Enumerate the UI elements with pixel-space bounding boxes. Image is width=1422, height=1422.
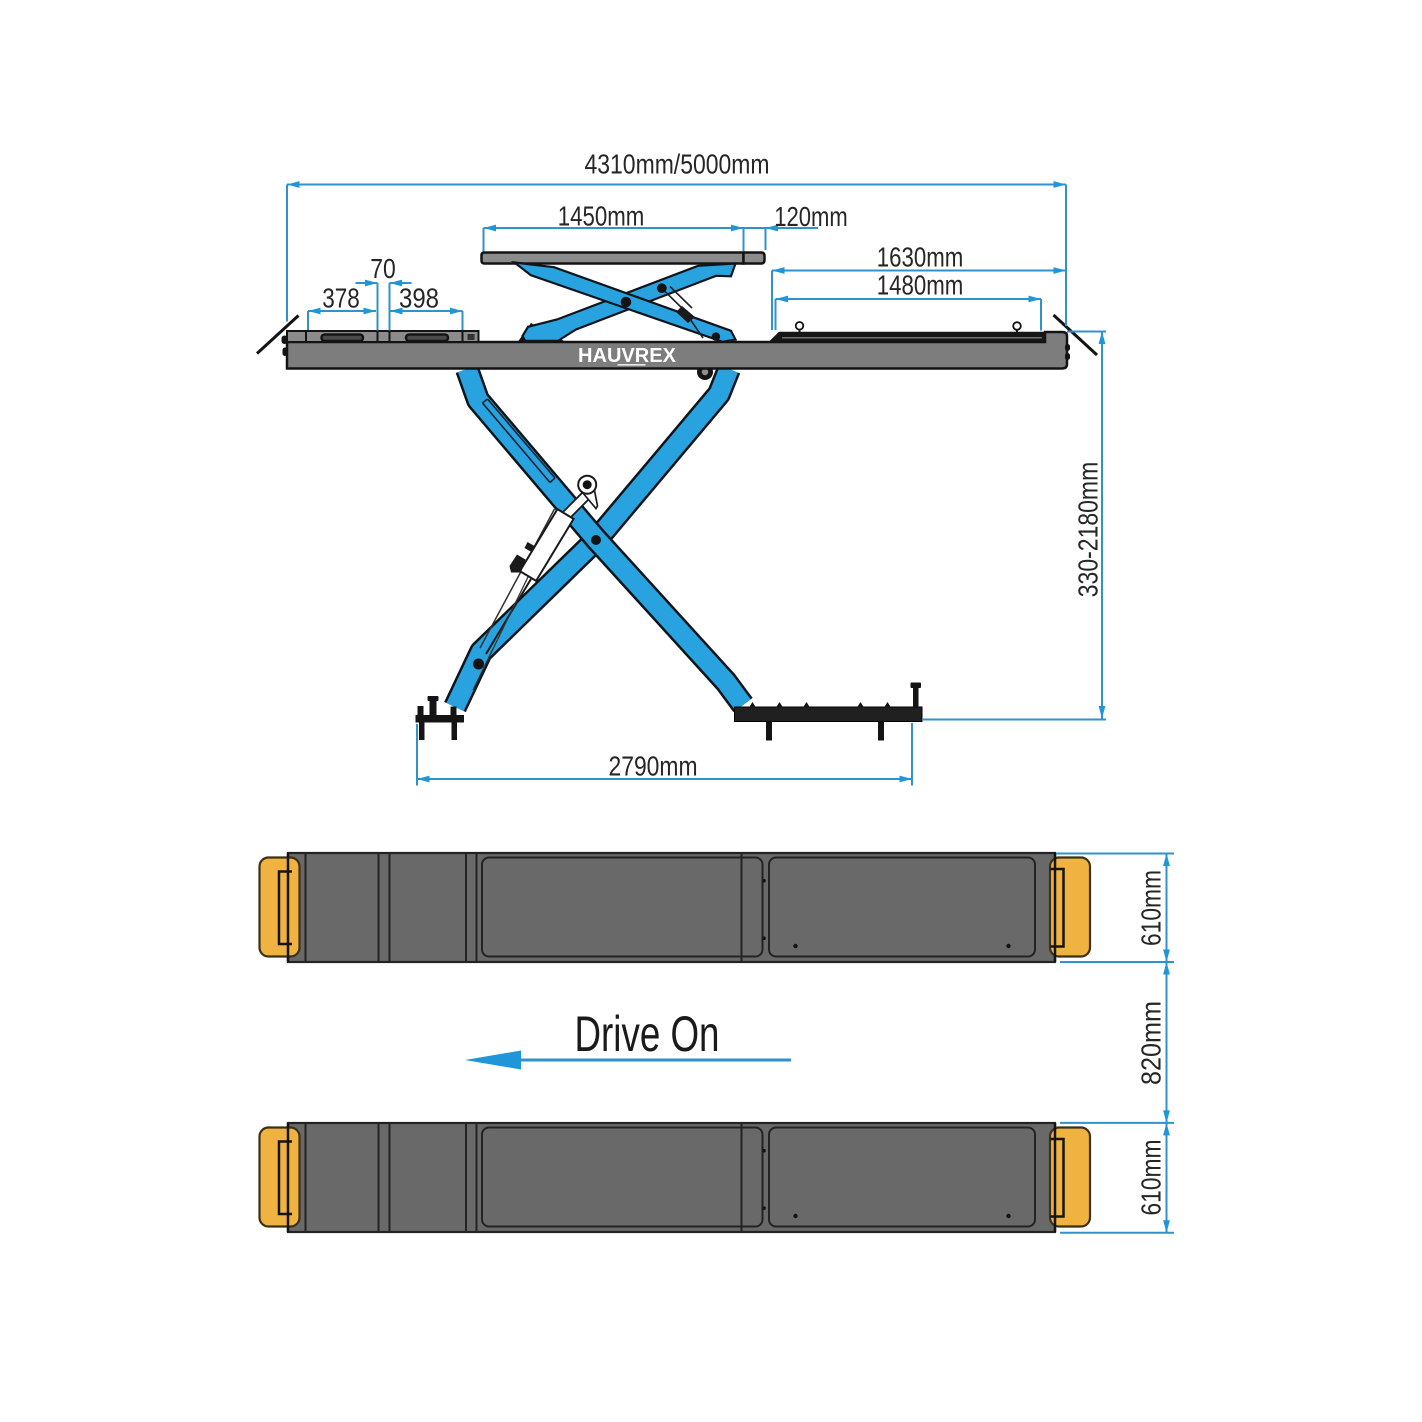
svg-text:330-2180mm: 330-2180mm [1073,462,1104,598]
svg-text:610mm: 610mm [1136,1140,1167,1216]
svg-text:610mm: 610mm [1136,870,1167,946]
svg-text:2790mm: 2790mm [609,751,698,782]
svg-text:120mm: 120mm [774,201,848,232]
svg-text:820mm: 820mm [1136,1001,1167,1085]
svg-text:HAUVREX: HAUVREX [578,344,676,367]
svg-text:1630mm: 1630mm [877,241,964,272]
svg-text:1480mm: 1480mm [877,270,964,301]
svg-text:1450mm: 1450mm [558,201,645,232]
svg-text:398: 398 [399,283,439,314]
svg-text:Drive On: Drive On [575,1006,720,1062]
svg-text:70: 70 [370,253,396,284]
svg-text:4310mm/5000mm: 4310mm/5000mm [585,148,770,179]
svg-text:378: 378 [322,283,360,314]
